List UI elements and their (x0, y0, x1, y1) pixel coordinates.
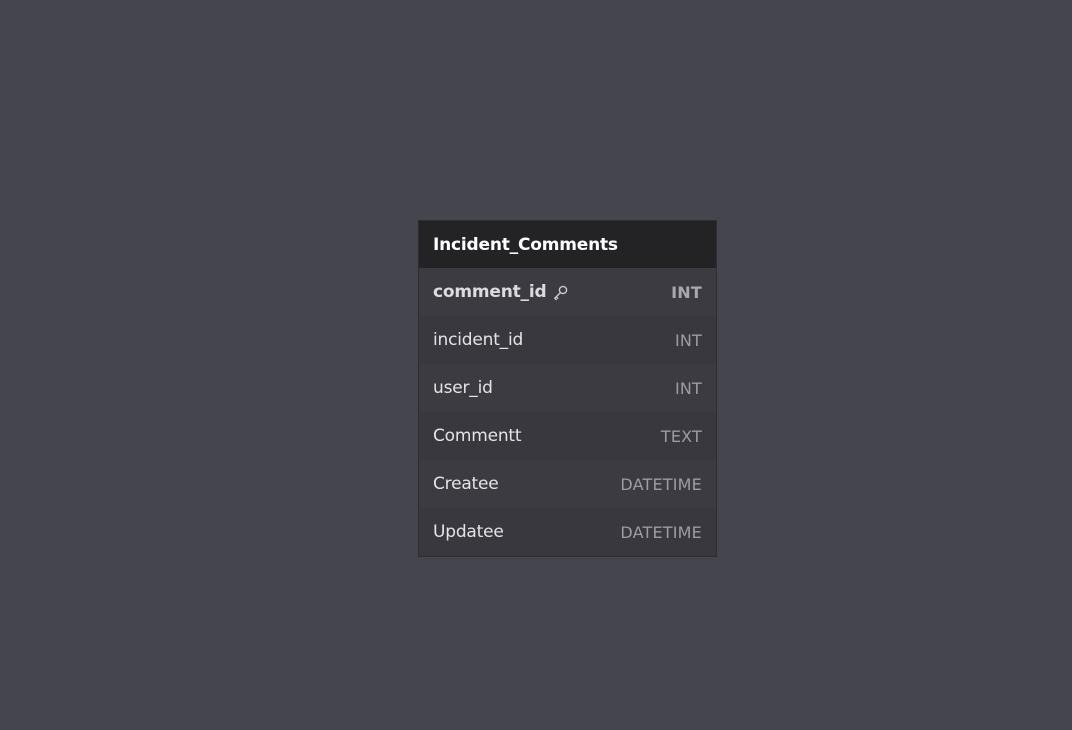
field-row-updatee[interactable]: Updatee DATETIME (419, 508, 716, 556)
field-row-incident-id[interactable]: incident_id INT (419, 316, 716, 364)
field-row-user-id[interactable]: user_id INT (419, 364, 716, 412)
field-name: comment_id (433, 282, 547, 302)
field-name: Commentt (433, 426, 522, 446)
field-type: DATETIME (620, 474, 702, 494)
field-row-comment-id[interactable]: comment_id INT (419, 268, 716, 316)
field-name: Updatee (433, 522, 504, 542)
field-row-commentt[interactable]: Commentt TEXT (419, 412, 716, 460)
field-name: Createe (433, 474, 499, 494)
field-type: INT (671, 282, 702, 302)
field-type: INT (674, 378, 702, 398)
field-type: INT (674, 330, 702, 350)
field-name: user_id (433, 378, 493, 398)
key-icon (552, 284, 569, 301)
table-header[interactable]: Incident_Comments (419, 221, 716, 268)
entity-table-incident-comments[interactable]: Incident_Comments comment_id INT inciden… (418, 220, 717, 557)
field-name: incident_id (433, 330, 524, 350)
field-type: TEXT (660, 426, 702, 446)
field-type: DATETIME (620, 522, 702, 542)
field-row-createe[interactable]: Createe DATETIME (419, 460, 716, 508)
table-title: Incident_Comments (433, 234, 618, 255)
